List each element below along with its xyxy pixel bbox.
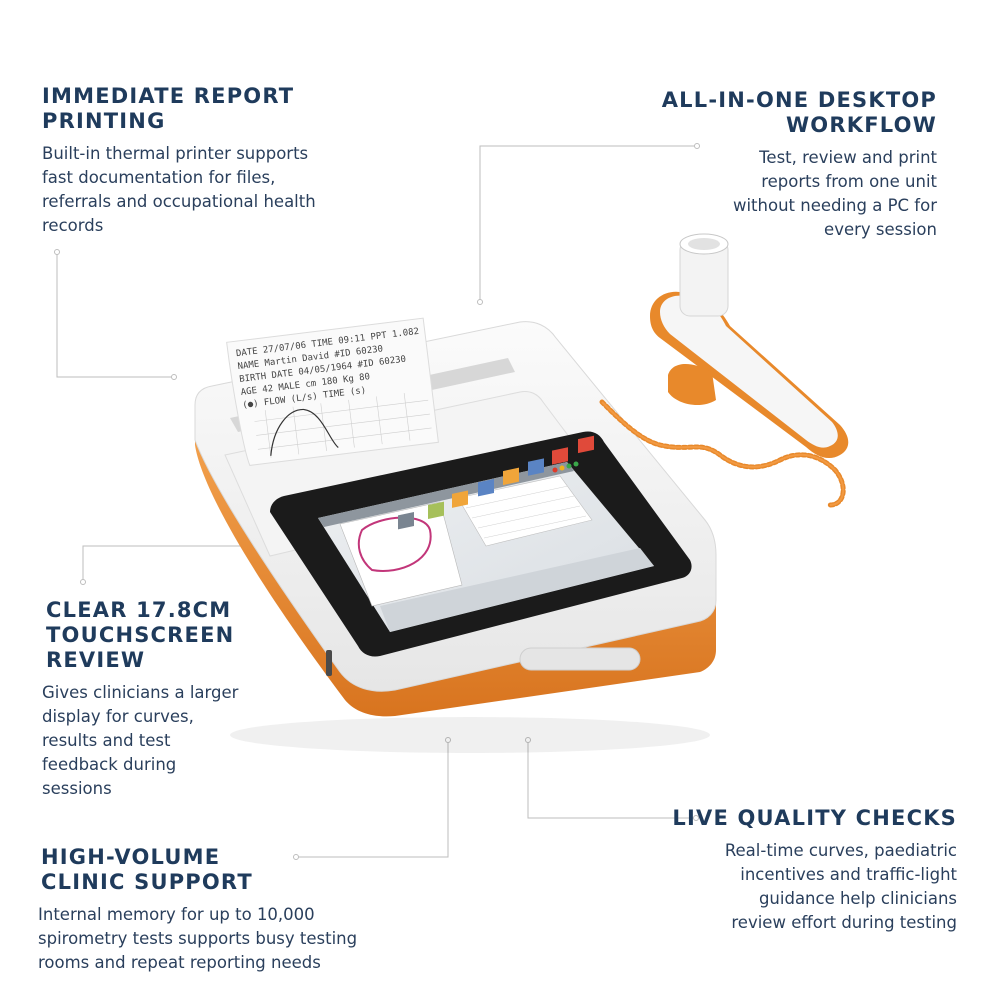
leader-workflow [479, 145, 697, 302]
feature-printing-body: Built-in thermal printer supports fast d… [42, 144, 316, 235]
feature-touchscreen-body: Gives clinicians a larger display for cu… [42, 683, 239, 798]
feature-quality-body: Real-time curves, paediatric incentives … [724, 841, 957, 932]
feature-workflow-title: ALL-IN-ONE DESKTOP WORKFLOW [661, 88, 937, 137]
feature-volume-title: HIGH-VOLUME CLINIC SUPPORT [41, 845, 253, 894]
feature-touchscreen-title: CLEAR 17.8CM TOUCHSCREEN REVIEW [46, 598, 235, 672]
feature-volume-body: Internal memory for up to 10,000 spirome… [38, 905, 358, 972]
leader-quality [527, 740, 696, 819]
feature-quality: LIVE QUALITY CHECKS Real-time curves, pa… [640, 806, 957, 935]
feature-printing-title: IMMEDIATE REPORT PRINTING [42, 84, 295, 133]
feature-touchscreen: CLEAR 17.8CM TOUCHSCREEN REVIEW Gives cl… [42, 598, 286, 801]
leader-touchscreen [82, 545, 313, 582]
feature-quality-title: LIVE QUALITY CHECKS [672, 806, 957, 830]
feature-workflow: ALL-IN-ONE DESKTOP WORKFLOW Test, review… [640, 88, 937, 242]
leader-volume [296, 740, 449, 858]
feature-printing: IMMEDIATE REPORT PRINTING Built-in therm… [42, 84, 372, 238]
feature-volume: HIGH-VOLUME CLINIC SUPPORT Internal memo… [38, 845, 421, 975]
leader-printing [56, 252, 174, 378]
feature-workflow-body: Test, review and print reports from one … [732, 148, 937, 239]
